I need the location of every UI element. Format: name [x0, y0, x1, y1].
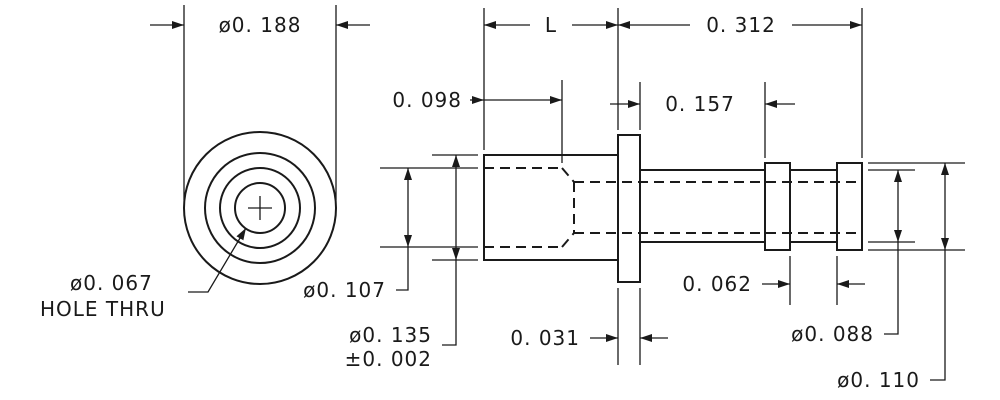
dim-overall: 0. 312 — [706, 13, 776, 37]
dim-hole-note: HOLE THRU — [40, 297, 166, 321]
hole-leader — [188, 227, 247, 293]
body-outline — [483, 154, 619, 261]
hole-circle — [234, 182, 286, 234]
inner-circle — [219, 167, 301, 249]
dim-top-diameter: ø0. 188 — [219, 13, 302, 37]
pin-dia-leader — [884, 242, 899, 335]
body-dia-leader — [442, 260, 457, 346]
bore-dia-leader — [396, 247, 409, 291]
middle-circle — [204, 152, 316, 264]
dim-depth: 0. 098 — [392, 88, 462, 112]
dim-ring-width: 0. 062 — [682, 272, 752, 296]
dim-body-dia: ø0. 135 — [349, 323, 432, 347]
dim-length-L: L — [545, 13, 557, 37]
dim-flange-width: 0. 031 — [510, 326, 580, 350]
outer-circle — [183, 131, 337, 285]
flange-outline — [617, 134, 641, 283]
dim-hole-dia: ø0. 067 — [70, 271, 153, 295]
end-view: ø0. 188 ø0. 067 HOLE THRU — [40, 5, 370, 321]
bore-hidden-chamfer-top — [561, 167, 575, 183]
dim-bore-dia: ø0. 107 — [303, 278, 386, 302]
side-view: L 0. 312 0. 098 0. 157 ø0. 107 ø0. 135 ±… — [303, 8, 965, 392]
ring-1 — [764, 162, 791, 251]
ring-dia-leader — [930, 250, 946, 381]
dim-pin-dia: ø0. 088 — [791, 322, 874, 346]
dim-ring-dia: ø0. 110 — [837, 368, 920, 392]
dim-gap: 0. 157 — [665, 92, 735, 116]
dim-body-tol: ±0. 002 — [345, 347, 432, 371]
bore-hidden-chamfer-bottom — [561, 232, 575, 248]
ring-2 — [836, 162, 863, 251]
